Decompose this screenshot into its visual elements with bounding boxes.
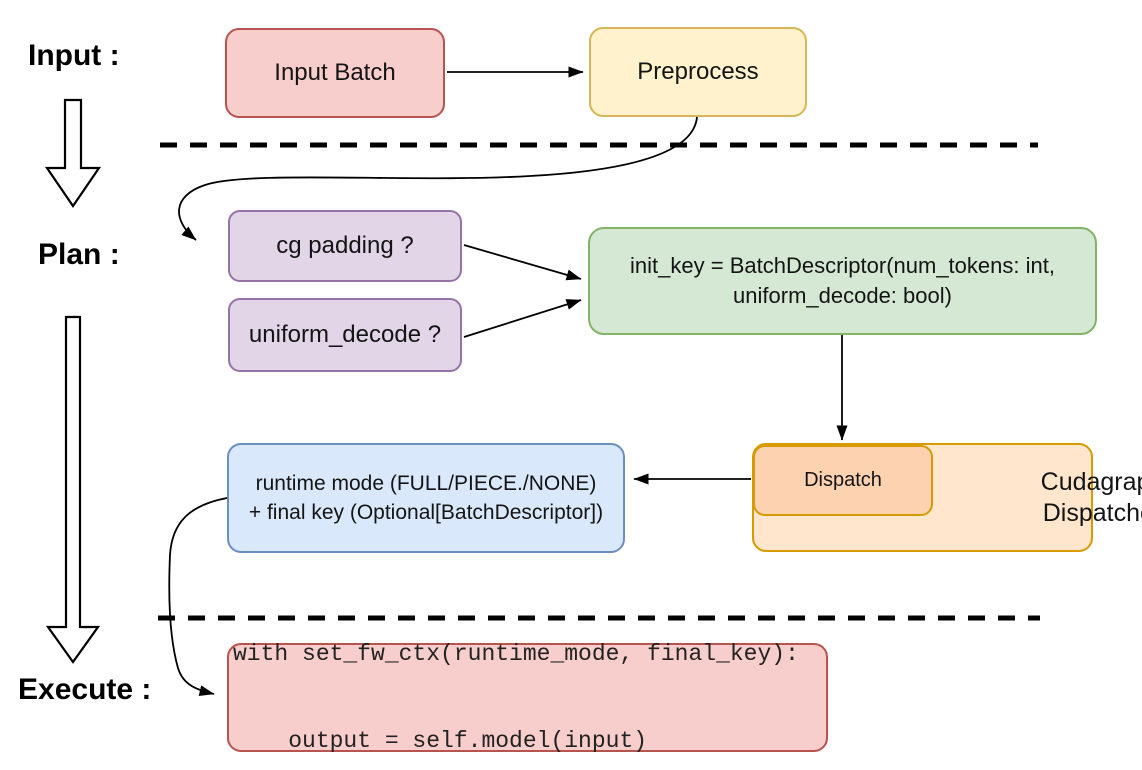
init-key-line2: uniform_decode: bool) [733,283,952,308]
preprocess-label: Preprocess [637,58,759,85]
execute-code-line2: output = self.model(input) [233,727,648,754]
runtime-mode-node: runtime mode (FULL/PIECE./NONE) + final … [227,443,625,553]
cudagraph-dispatcher-line1: Cudagraph [1040,467,1142,496]
input-batch-node: Input Batch [225,28,445,118]
edge-runtime-mode-to-execute-code [168,497,228,697]
cg-padding-node: cg padding ? [228,210,462,282]
section-label-input: Input : [28,39,120,72]
input-batch-label: Input Batch [274,59,396,86]
dispatch-label: Dispatch [804,469,882,491]
init-key-node: init_key = BatchDescriptor(num_tokens: i… [588,227,1097,335]
dispatch-node: Dispatch [753,445,933,516]
execute-code-node: with set_fw_ctx(runtime_mode, final_key)… [227,640,828,754]
uniform-decode-node: uniform_decode ? [228,298,462,372]
runtime-mode-line1: runtime mode (FULL/PIECE./NONE) [255,472,597,495]
edge-uniform-decode-to-init-key [463,299,582,338]
cg-padding-label: cg padding ? [276,232,414,259]
uniform-decode-label: uniform_decode ? [248,321,442,348]
preprocess-node: Preprocess [589,27,807,117]
cudagraph-dispatcher-line2: Dispatcher [1042,498,1142,527]
init-key-line1: init_key = BatchDescriptor(num_tokens: i… [630,253,1055,278]
block-arrow-input-to-plan [44,98,102,208]
execute-code-line1: with set_fw_ctx(runtime_mode, final_key)… [233,640,799,667]
section-label-plan: Plan : [38,238,120,271]
section-label-execute: Execute : [18,673,152,706]
runtime-mode-line2: + final key (Optional[BatchDescriptor]) [248,501,604,524]
edge-cg-padding-to-init-key [463,244,582,281]
block-arrow-plan-to-execute [45,315,101,664]
